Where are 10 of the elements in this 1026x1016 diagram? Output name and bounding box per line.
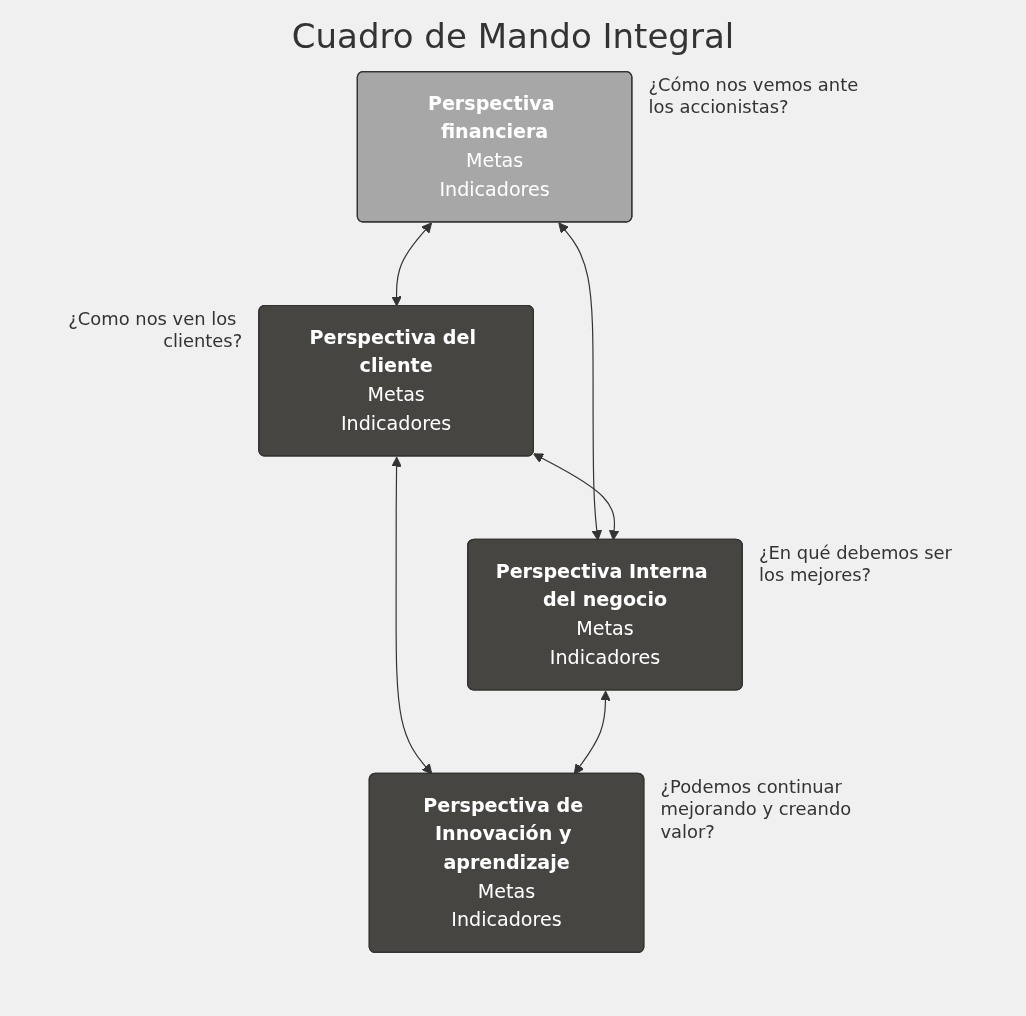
arrow [558, 222, 603, 541]
question-text: ¿Podemos continuar mejorando y creando valor? [660, 775, 852, 842]
question-text: ¿Como nos ven los clientes? [68, 307, 243, 352]
arrow [391, 222, 433, 307]
arrow [573, 690, 611, 775]
question-text: ¿Cómo nos vemos ante los accionistas? [648, 73, 859, 118]
diagram-title: Cuadro de Mando Integral [290, 16, 736, 56]
question-text: ¿En qué debemos ser los mejores? [759, 541, 952, 586]
arrow [391, 456, 433, 775]
arrow [533, 453, 620, 541]
